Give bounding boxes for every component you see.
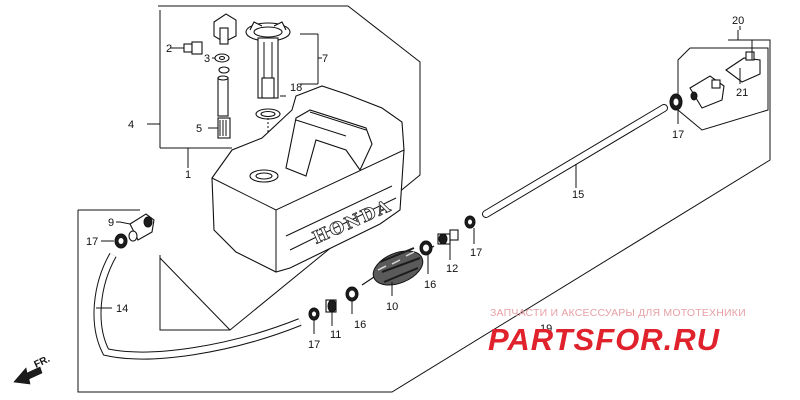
callout-10: 10 [386,301,398,313]
callout-19: 19 [540,323,552,335]
frame-diagonal [159,257,231,331]
fuel-hose-part-14 [93,253,302,360]
callout-17-lower: 17 [308,339,320,351]
oring-part-17-engine [669,93,683,111]
callout-15: 15 [572,189,584,201]
callout-17-engine: 17 [672,129,684,141]
oring-part-17-lower [308,307,320,321]
tank-frame-border [158,5,421,331]
primer-bulb-part-10 [361,245,435,286]
engine-connector-part-21 [689,75,725,109]
fuel-cap-vent-part [213,13,237,74]
clamp-part-16-upper [419,240,433,256]
oring-part-17-mid [464,215,476,229]
watermark-site-logo: PARTSFOR.RU [488,322,721,357]
front-direction-label: FR. [32,354,51,371]
fuel-gauge-part-7 [245,21,291,99]
front-direction-arrow-icon [13,366,43,385]
gasket-part-18 [255,95,286,120]
callout-1: 1 [185,169,191,181]
oring-part-17-tank [101,230,138,249]
connector-part-12 [437,229,459,245]
callout-17-tank: 17 [86,236,98,248]
strainer-part-5 [208,117,231,139]
hose-frame-border [77,39,771,393]
fuel-hose-part-15 [482,104,668,218]
callout-21: 21 [736,87,748,99]
clamp-part-16-lower [345,286,359,302]
callout-16-lower: 16 [354,319,366,331]
callout-11: 11 [330,329,341,341]
callout-2: 2 [166,43,172,55]
callout-3: 3 [204,53,210,65]
callout-5: 5 [196,123,202,135]
fuel-tank [211,85,405,273]
callout-14: 14 [116,303,128,315]
callout-12: 12 [446,263,458,275]
callout-16-upper: 16 [424,279,436,291]
callout-4: 4 [128,119,134,131]
screw-part-2 [178,41,203,55]
connector-frame-border [677,47,769,131]
pickup-tube-part [217,75,229,117]
engine-connector-part-20 [725,30,761,84]
callout-9: 9 [108,217,114,229]
watermark-tagline: ЗАПЧАСТИ И АКСЕССУАРЫ ДЛЯ МОТОТЕХНИКИ [490,307,746,319]
callout-17-mid: 17 [470,247,482,259]
connector-part-11 [325,299,337,313]
callout-20: 20 [732,15,744,27]
callout-7: 7 [322,53,328,65]
callout-18: 18 [290,82,302,94]
washer-part-3 [212,53,230,63]
